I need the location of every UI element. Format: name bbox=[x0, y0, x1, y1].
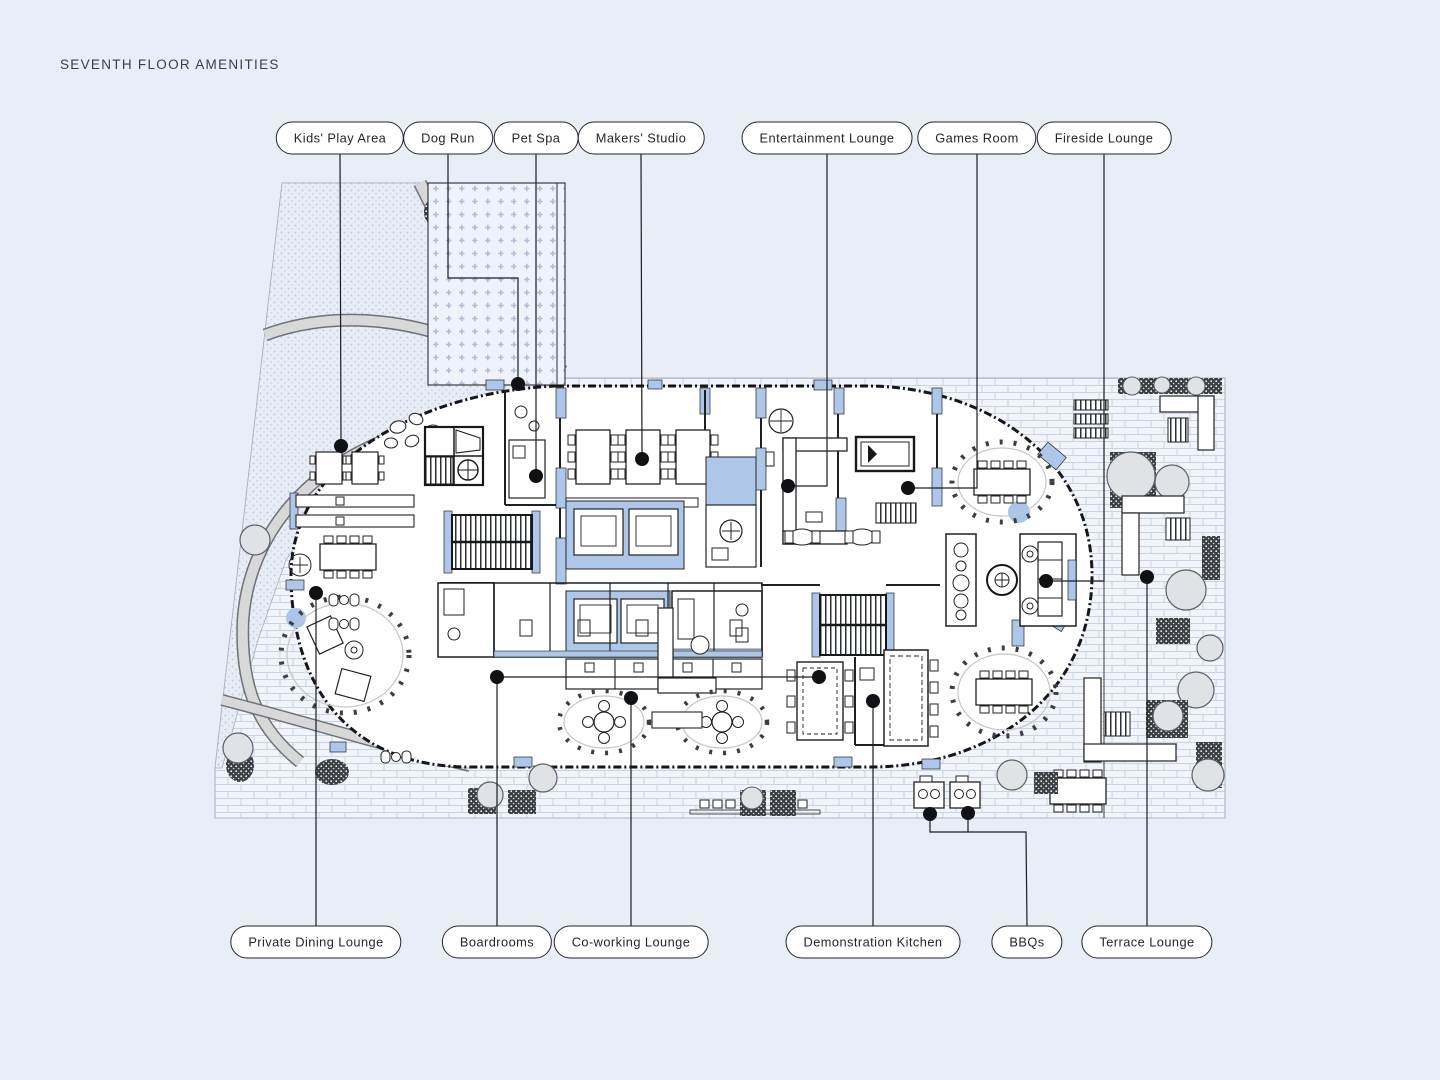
callout-pill-makers-studio[interactable]: Makers' Studio bbox=[577, 121, 705, 155]
boardrooms bbox=[786, 661, 854, 741]
kids-play-area bbox=[289, 412, 485, 530]
callout-pill-boardrooms[interactable]: Boardrooms bbox=[441, 925, 553, 959]
restrooms bbox=[437, 582, 763, 658]
demonstration-kitchen bbox=[859, 649, 939, 747]
bar-counter bbox=[945, 533, 1018, 627]
stair-core-2 bbox=[811, 592, 895, 658]
callout-pill-terrace-lounge[interactable]: Terrace Lounge bbox=[1081, 925, 1213, 959]
callout-pill-entertainment-lounge[interactable]: Entertainment Lounge bbox=[741, 121, 913, 155]
callout-pill-private-dining-lounge[interactable]: Private Dining Lounge bbox=[230, 925, 402, 959]
callout-pill-fireside-lounge[interactable]: Fireside Lounge bbox=[1036, 121, 1172, 155]
callout-pill-dog-run[interactable]: Dog Run bbox=[403, 121, 493, 155]
right-terrace bbox=[1049, 376, 1225, 818]
fireside-lounge bbox=[1019, 533, 1077, 627]
building bbox=[278, 379, 1094, 770]
stair-core bbox=[443, 510, 541, 574]
dog-run-area bbox=[427, 182, 566, 386]
planter-pot bbox=[1008, 501, 1030, 523]
games-room bbox=[784, 435, 917, 546]
callout-pill-bbqs[interactable]: BBQs bbox=[991, 925, 1063, 959]
callout-pill-games-room[interactable]: Games Room bbox=[917, 121, 1037, 155]
callout-pill-pet-spa[interactable]: Pet Spa bbox=[493, 121, 579, 155]
callout-pill-demonstration-kitchen[interactable]: Demonstration Kitchen bbox=[785, 925, 961, 959]
dining-oval-lower bbox=[949, 645, 1059, 739]
callout-pill-co-working-lounge[interactable]: Co-working Lounge bbox=[553, 925, 709, 959]
planter-pot bbox=[286, 608, 306, 628]
service-riser bbox=[705, 456, 757, 568]
page-title: SEVENTH FLOOR AMENITIES bbox=[60, 57, 280, 72]
elevator-core bbox=[565, 500, 685, 656]
callout-pill-kids-play-area[interactable]: Kids' Play Area bbox=[275, 121, 405, 155]
